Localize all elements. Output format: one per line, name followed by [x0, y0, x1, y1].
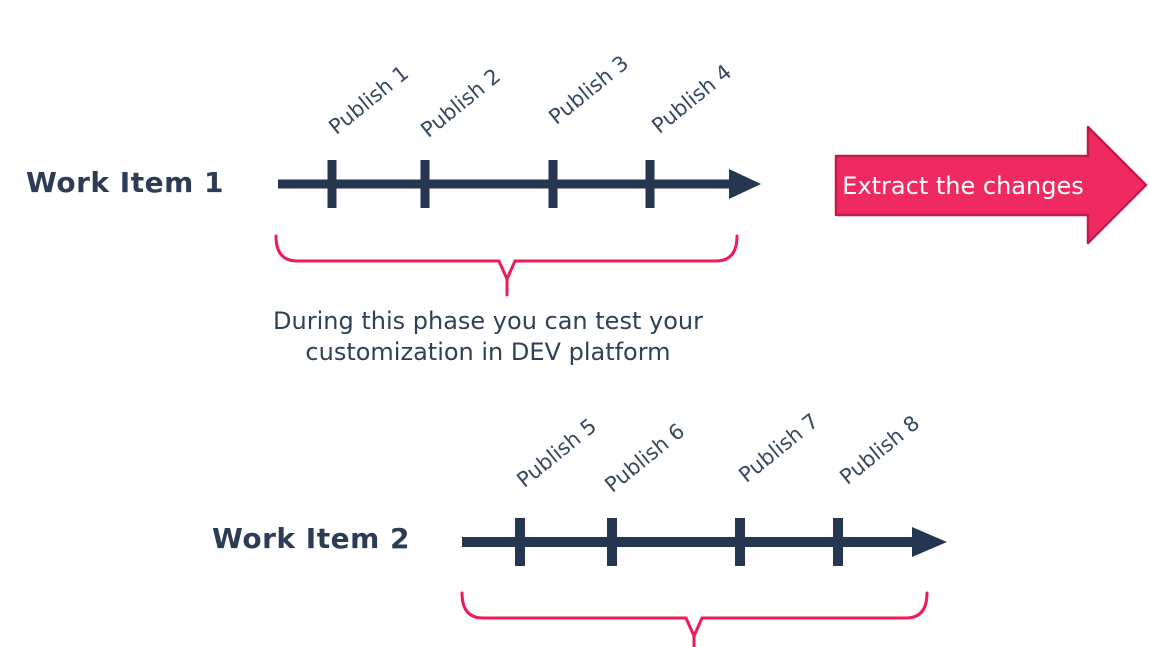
work-item-1-label: Work Item 1 [26, 166, 224, 199]
timeline-1-arrowhead-icon [729, 169, 761, 199]
timeline-2-arrowhead-icon [912, 527, 947, 557]
phase-note-line-1: During this phase you can test your [273, 307, 703, 335]
work-item-2-label: Work Item 2 [212, 522, 410, 555]
phase-note: During this phase you can test your cust… [238, 306, 738, 368]
timeline-2-axis [462, 518, 947, 566]
timeline-1-axis [278, 160, 761, 208]
extract-arrow-label: Extract the changes [842, 172, 1084, 200]
phase-brace-2 [460, 591, 929, 647]
phase-brace-1 [274, 234, 739, 297]
phase-note-line-2: customization in DEV platform [305, 338, 671, 366]
extract-arrow-shape [834, 125, 1148, 245]
